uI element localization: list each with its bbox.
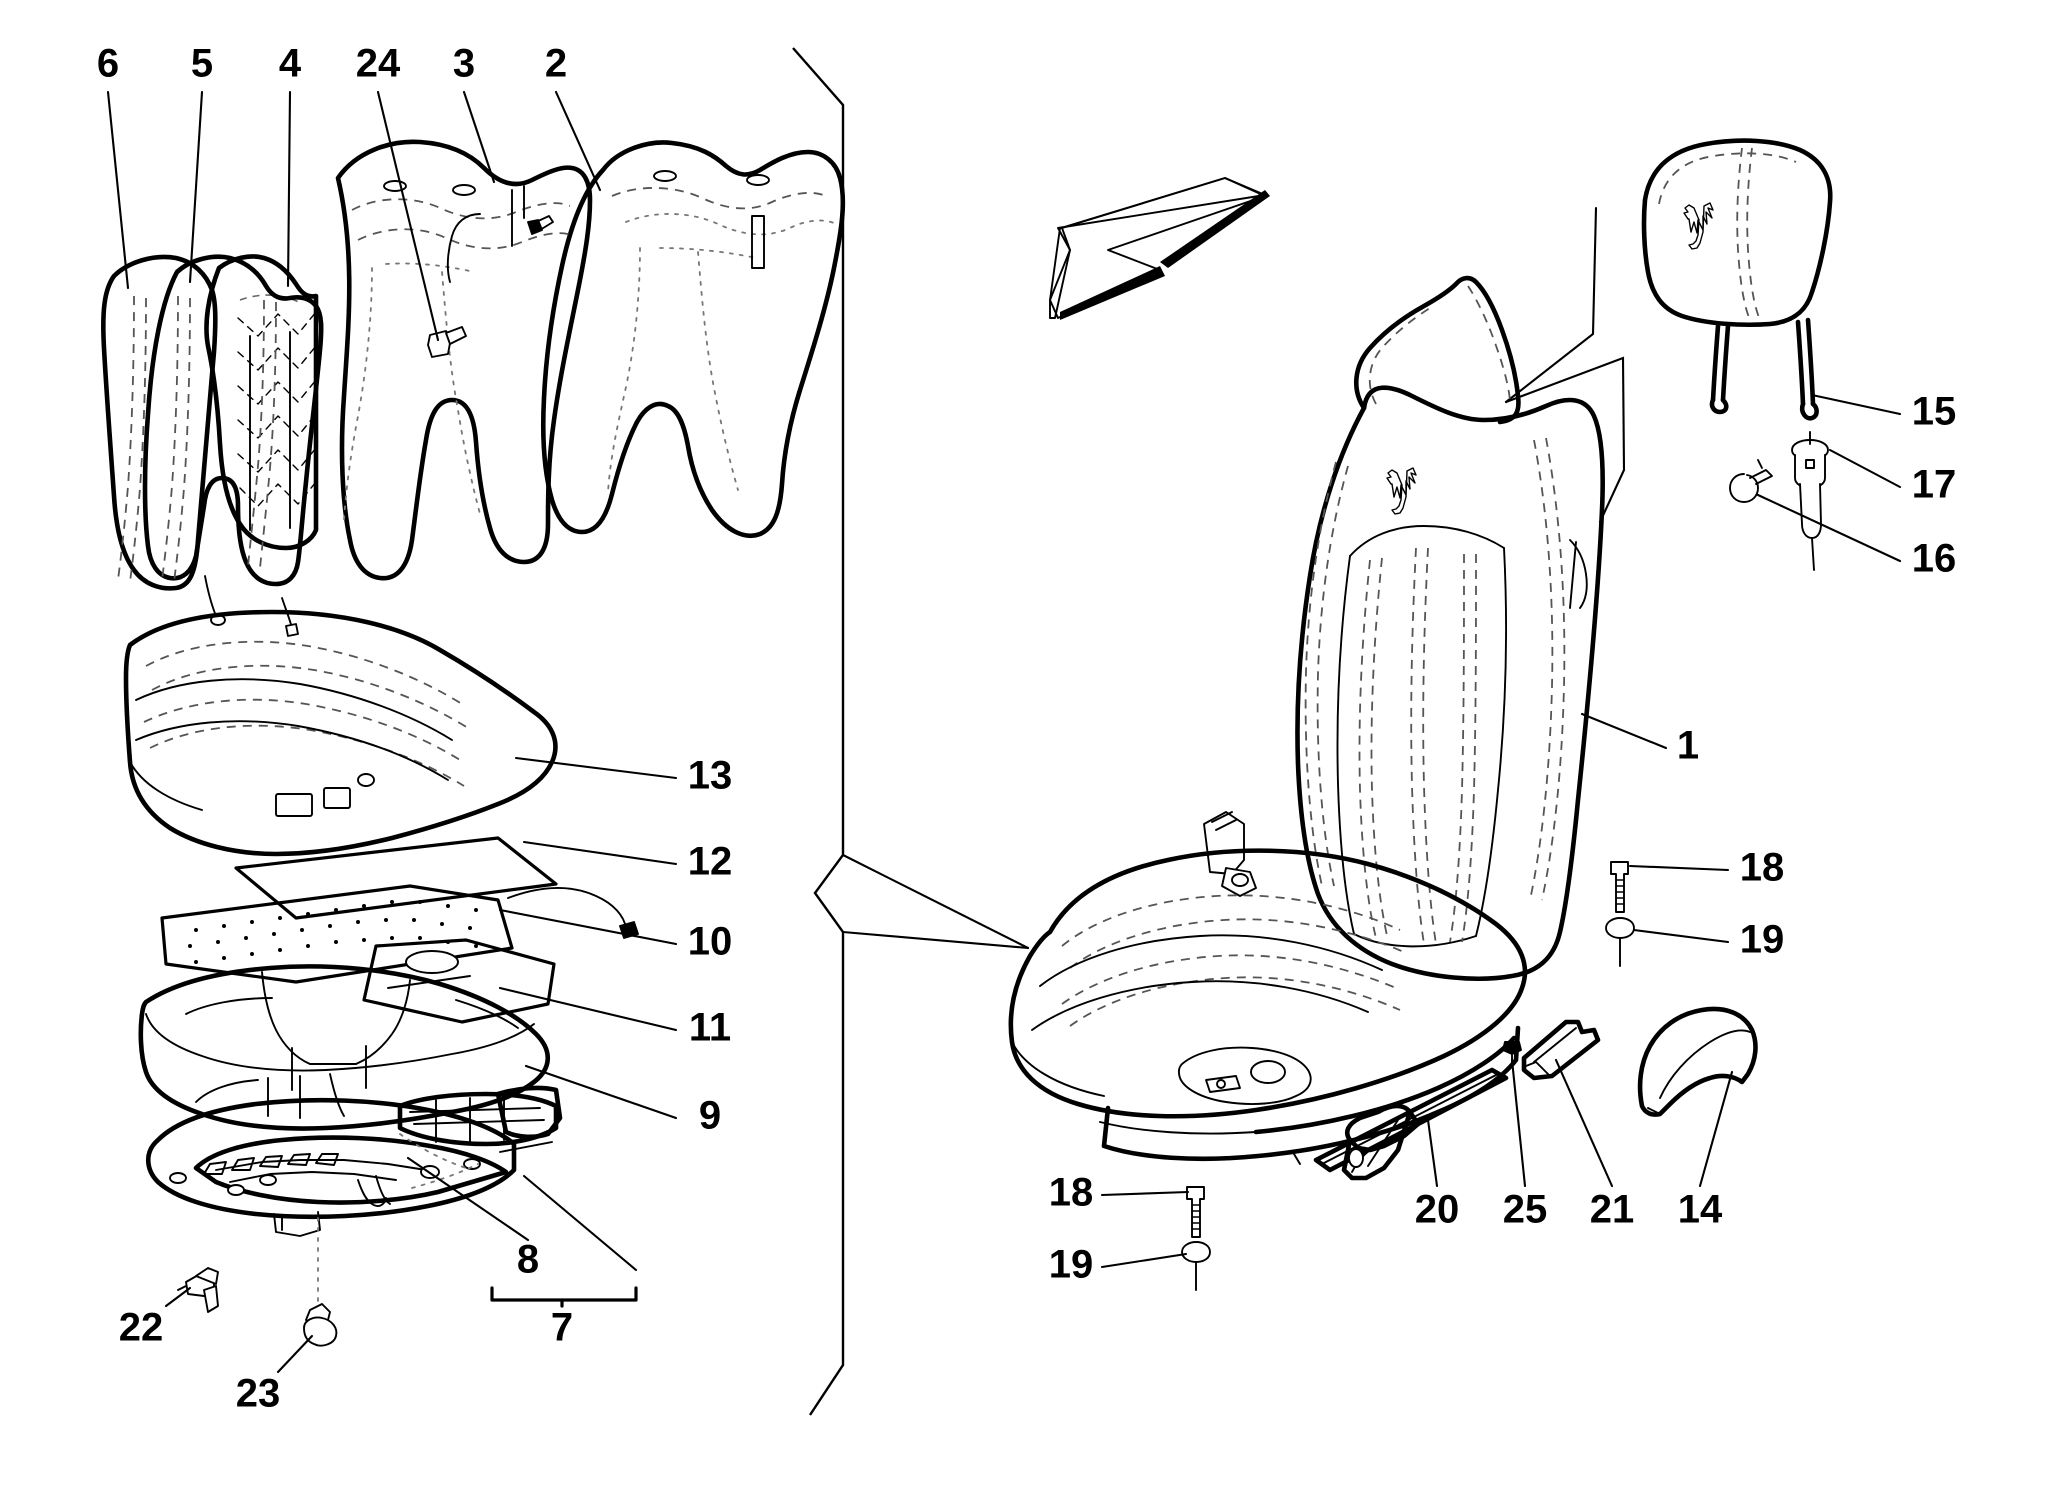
part-complete-seat-assembly (1008, 275, 1606, 1173)
callout-17: 17 (1912, 463, 1957, 507)
callout-18-lower: 18 (1049, 1171, 1094, 1215)
callout-16: 16 (1912, 537, 1957, 581)
callout-4: 4 (279, 42, 302, 86)
sensor-mat-texture (188, 900, 478, 964)
callout-14: 14 (1678, 1188, 1723, 1232)
panel-divider (792, 47, 845, 1416)
part-seat-rail-outer-trim (1341, 1103, 1421, 1181)
right-panel-leaders (841, 393, 1902, 1269)
part-backrest-cushion-pad (142, 254, 324, 587)
part-backrest-cover-rear (540, 140, 846, 538)
callout-3: 3 (453, 42, 475, 86)
trident-logo-backrest (1386, 467, 1417, 515)
part-cable-retaining-clip (177, 1267, 219, 1313)
parts-group-bracket (490, 1286, 638, 1308)
part-mounting-bolt-lower (1181, 1186, 1211, 1291)
seat-adjust-switch (1178, 1046, 1312, 1105)
callout-9: 9 (699, 1094, 721, 1138)
part-seat-frame-assembly (145, 1073, 563, 1237)
part-seat-cushion-cover (123, 609, 558, 857)
callout-13: 13 (688, 754, 733, 798)
part-backrest-side-cover (101, 254, 226, 626)
callout-15: 15 (1912, 390, 1957, 434)
callout-18-upper: 18 (1740, 846, 1785, 890)
callout-6: 6 (97, 42, 119, 86)
callout-1: 1 (1677, 724, 1699, 768)
part-seat-cushion-foam (138, 964, 551, 1131)
callout-5: 5 (191, 42, 213, 86)
part-occupancy-sensor-mat (160, 884, 639, 984)
part-rail-cover-strip (1521, 1019, 1601, 1081)
part-backrest-clip (427, 326, 467, 358)
callout-12: 12 (688, 840, 733, 884)
seatbelt-buckle (1203, 811, 1257, 897)
callout-10: 10 (688, 920, 733, 964)
callout-7: 7 (551, 1306, 573, 1350)
assembled-seat-panel (841, 138, 1902, 1291)
exploded-components-panel (101, 90, 846, 1374)
left-panel-leaders (106, 90, 678, 1374)
callout-21: 21 (1590, 1188, 1635, 1232)
part-headrest (1504, 138, 1833, 571)
part-mounting-bolt-upper (1605, 861, 1635, 967)
callout-19-lower: 19 (1049, 1243, 1094, 1287)
part-cushion-heating-mat (234, 836, 558, 920)
part-backrest-cover-front (335, 139, 593, 581)
part-frame-mounting-stud (303, 1217, 338, 1347)
trident-logo (1683, 202, 1714, 250)
callout-23: 23 (236, 1372, 281, 1416)
callout-24: 24 (356, 42, 401, 86)
callout-2: 2 (545, 42, 567, 86)
callout-11: 11 (689, 1006, 731, 1050)
callout-22: 22 (119, 1306, 164, 1350)
callout-25: 25 (1503, 1188, 1548, 1232)
callout-8: 8 (517, 1238, 539, 1282)
headrest-retaining-clip (1729, 459, 1773, 503)
callout-labels: 6 5 4 24 3 2 13 12 10 11 9 8 7 22 23 1 1… (97, 42, 1956, 1416)
forward-direction-arrow (1049, 177, 1270, 320)
part-hinge-cover-cap (1637, 1006, 1758, 1117)
callout-20: 20 (1415, 1188, 1460, 1232)
callout-19-upper: 19 (1740, 918, 1785, 962)
